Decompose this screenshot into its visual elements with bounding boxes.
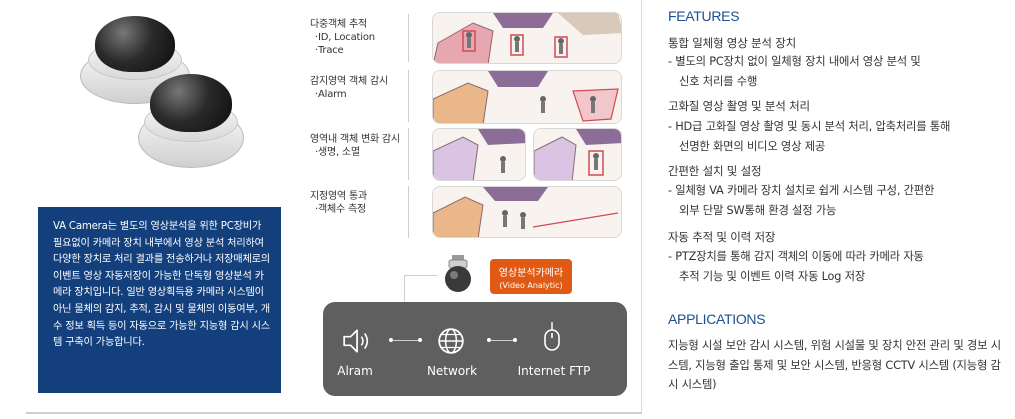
network-label-ftp: Internet FTP bbox=[517, 364, 591, 378]
scene-tracking-illustration bbox=[432, 12, 622, 64]
scene-change-drawing-b bbox=[534, 129, 621, 180]
output-network-panel bbox=[323, 302, 627, 396]
va-tag-title: 영상분석카메라 bbox=[498, 268, 564, 279]
feature-description: - 일체형 VA 카메라 장치 설치로 쉽게 시스템 구성, 간편한 외부 단말… bbox=[668, 181, 934, 220]
analysis-label-counting: 지정영역 통과 ·객체수 측정 bbox=[310, 190, 367, 216]
analysis-sub: ·객체수 측정 bbox=[315, 204, 366, 215]
applications-text: 지능형 시설 보안 감시 시스템, 위험 시설물 및 장치 안전 관리 및 경보… bbox=[668, 339, 1001, 391]
connector-line bbox=[392, 340, 420, 341]
ptz-camera-icon bbox=[445, 255, 471, 292]
divider bbox=[408, 14, 409, 62]
feature-heading: 자동 추적 및 이력 저장 bbox=[668, 230, 776, 244]
analysis-sub: ·ID, Location bbox=[315, 32, 375, 43]
analysis-title: 영역내 객체 변화 감시 bbox=[310, 134, 400, 145]
feature-description-line: - 일체형 VA 카메라 장치 설치로 쉽게 시스템 구성, 간편한 bbox=[668, 184, 935, 197]
scene-tracking-drawing bbox=[433, 13, 621, 63]
analysis-sub: ·Trace bbox=[315, 45, 344, 56]
analysis-title: 다중객체 추적 bbox=[310, 19, 367, 30]
feature-description-line: - PTZ장치를 통해 감지 객체의 이동에 따라 카메라 자동 bbox=[668, 250, 924, 263]
scene-change-drawing-a bbox=[433, 129, 525, 180]
scene-change-illustration-a bbox=[432, 128, 526, 181]
network-label-alarm: Alram bbox=[337, 364, 373, 378]
va-camera-description: VA Camera는 별도의 영상분석을 위한 PC장비가 필요없이 카메라 장… bbox=[38, 207, 281, 393]
feature-description-line: - 별도의 PC장치 없이 일체형 장치 내에서 영상 분석 및 bbox=[668, 55, 921, 68]
connector-dot bbox=[418, 338, 422, 342]
analysis-label-alarm: 감지영역 객체 감시 ·Alarm bbox=[310, 75, 388, 101]
divider bbox=[408, 70, 409, 122]
feature-description-line: 선명한 화면의 비디오 영상 제공 bbox=[679, 139, 826, 153]
feature-description: - 별도의 PC장치 없이 일체형 장치 내에서 영상 분석 및 신호 처리를 … bbox=[668, 52, 921, 91]
analysis-sub: ·Alarm bbox=[315, 89, 347, 100]
divider bbox=[408, 128, 409, 180]
dome-camera-rear bbox=[80, 10, 190, 110]
mouse-icon bbox=[544, 321, 560, 351]
feature-heading: 고화질 영상 촬영 및 분석 처리 bbox=[668, 99, 810, 113]
connector-line bbox=[404, 275, 438, 276]
applications-title: APPLICATIONS bbox=[668, 311, 766, 327]
feature-heading: 통합 일체형 영상 분석 장치 bbox=[668, 36, 797, 50]
network-label-network: Network bbox=[426, 364, 478, 378]
va-tag-subtitle: (Video Analytic) bbox=[499, 281, 563, 290]
feature-description: - PTZ장치를 통해 감지 객체의 이동에 따라 카메라 자동 추적 기능 및… bbox=[668, 247, 924, 286]
globe-icon bbox=[438, 328, 464, 354]
analysis-sub: ·생명, 소멸 bbox=[315, 147, 360, 158]
connector-line bbox=[490, 340, 514, 341]
speaker-icon bbox=[343, 329, 369, 353]
scene-counting-drawing bbox=[433, 187, 621, 237]
analysis-label-tracking: 다중객체 추적 ·ID, Location ·Trace bbox=[310, 18, 375, 57]
dome-camera-front bbox=[138, 68, 248, 172]
scene-alarm-drawing bbox=[433, 71, 621, 123]
feature-heading: 간편한 설치 및 설정 bbox=[668, 164, 762, 178]
feature-description-line: 신호 처리를 수행 bbox=[679, 74, 758, 88]
scene-alarm-illustration bbox=[432, 70, 622, 124]
scene-counting-illustration bbox=[432, 186, 622, 238]
analysis-label-change: 영역내 객체 변화 감시 ·생명, 소멸 bbox=[310, 133, 400, 159]
va-camera-tag: 영상분석카메라 (Video Analytic) bbox=[490, 259, 572, 294]
scene-change-illustration-b bbox=[533, 128, 622, 181]
features-title: FEATURES bbox=[668, 8, 740, 24]
analysis-title: 지정영역 통과 bbox=[310, 191, 367, 202]
connector-dot bbox=[487, 338, 491, 342]
connector-dot bbox=[513, 338, 517, 342]
analysis-title: 감지영역 객체 감시 bbox=[310, 76, 388, 87]
divider bbox=[408, 186, 409, 238]
feature-description: - HD급 고화질 영상 촬영 및 동시 분석 처리, 압축처리를 통해 선명한… bbox=[668, 117, 950, 156]
feature-description-line: 추적 기능 및 이벤트 이력 자동 Log 저장 bbox=[679, 269, 866, 283]
connector-dot bbox=[389, 338, 393, 342]
feature-description-line: - HD급 고화질 영상 촬영 및 동시 분석 처리, 압축처리를 통해 bbox=[668, 120, 951, 133]
feature-description-line: 외부 단말 SW통해 환경 설정 가능 bbox=[679, 203, 837, 217]
